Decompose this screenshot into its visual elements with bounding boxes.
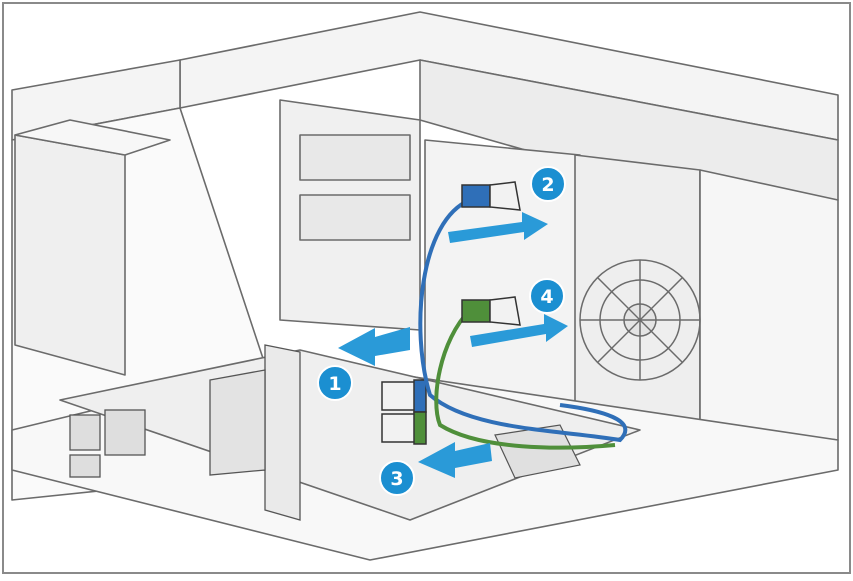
blue-plug (461, 184, 491, 208)
bay-slot-2 (299, 194, 411, 241)
chassis-line-art (11, 11, 839, 561)
arrow-step-1 (338, 327, 410, 366)
svg-text:4: 4 (540, 286, 553, 308)
fan-housing (574, 154, 701, 426)
step-badge-4: 4 (529, 278, 565, 314)
blue-sas-cable (418, 198, 628, 443)
fan (579, 259, 701, 381)
sas-connector-top-blue (413, 379, 427, 413)
usb-port (69, 414, 101, 451)
sas-connectors (381, 379, 427, 445)
green-plug (461, 299, 491, 323)
step-badge-2: 2 (530, 166, 566, 202)
svg-text:2: 2 (541, 174, 554, 196)
arrow-step-2 (448, 212, 548, 243)
power-supply (14, 134, 126, 376)
arrow-step-3 (418, 442, 492, 478)
svg-text:3: 3 (390, 468, 403, 490)
step-badges: 1 2 3 4 (317, 166, 566, 496)
bay-slot-1 (299, 134, 411, 181)
sas-connector-bottom-green (413, 411, 427, 445)
power-supply-top (14, 119, 171, 156)
audio-port (69, 454, 101, 478)
step-arrows (338, 212, 568, 478)
expansion-card (209, 344, 301, 521)
arrow-step-4 (470, 314, 568, 347)
lan-port (104, 409, 146, 456)
right-wall (699, 169, 839, 441)
svg-text:1: 1 (328, 373, 341, 395)
step-badge-3: 3 (379, 460, 415, 496)
step-badge-1: 1 (317, 365, 353, 401)
rear-io (69, 409, 146, 478)
backplane-plugs (461, 181, 521, 326)
green-sas-cable (434, 308, 616, 450)
